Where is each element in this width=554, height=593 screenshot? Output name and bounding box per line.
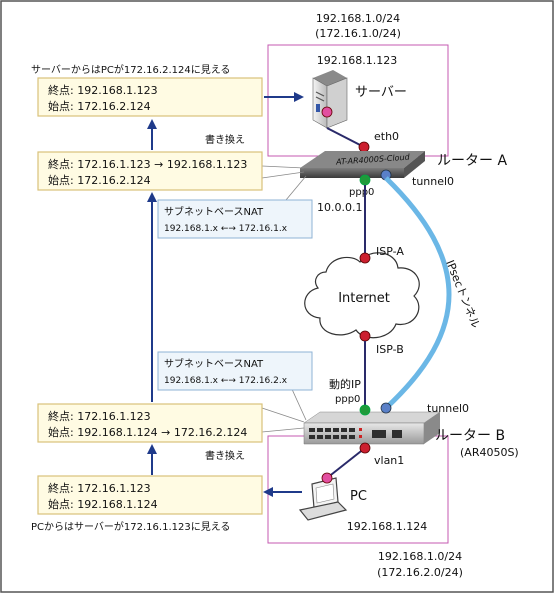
router-a-ppp0-label: ppp0: [349, 187, 374, 198]
router-b-ppp0-label: ppp0: [335, 394, 360, 405]
site-a-net-alt: (172.16.1.0/24): [315, 27, 401, 40]
top-caption: サーバーからはPCが172.16.2.124に見える: [31, 63, 230, 76]
eth0-port: [358, 141, 370, 153]
ipsec-tunnel: [384, 176, 452, 410]
packet-box-3-line1: 終点: 172.16.1.123: [48, 409, 151, 423]
nat-b-title: サブネットベースNAT: [164, 357, 264, 370]
internet-label: Internet: [338, 291, 390, 306]
server-label: サーバー: [355, 85, 407, 100]
packet-box-1: 終点: 192.168.1.123 始点: 172.16.2.124: [37, 77, 263, 117]
nat-a-rule: 192.168.1.x ←→ 172.16.1.x: [164, 224, 288, 234]
site-a-net: 192.168.1.0/24: [316, 12, 400, 25]
packet-box-2-line2: 始点: 172.16.2.124: [48, 173, 151, 187]
packet-box-1-line2: 始点: 172.16.2.124: [48, 99, 151, 113]
pc-icon: [298, 477, 348, 521]
router-a-ppp0-port: [359, 174, 371, 186]
packet-box-4-line1: 終点: 172.16.1.123: [48, 481, 151, 495]
router-b-icon: [303, 411, 441, 445]
router-b-label: ルーター B: [435, 428, 505, 444]
router-a-tunnel0-label: tunnel0: [412, 175, 454, 188]
router-b-tunnel0-label: tunnel0: [427, 402, 469, 415]
eth0-label: eth0: [374, 130, 399, 143]
site-b-net-alt: (172.16.2.0/24): [377, 566, 463, 579]
router-b-tunnel0-port: [380, 402, 392, 414]
pc-port: [321, 472, 333, 484]
router-a-icon: AT-AR4000S-Cloud: [300, 151, 425, 178]
server-port: [321, 106, 333, 118]
packet-box-3-line2: 始点: 192.168.1.124 → 172.16.2.124: [48, 425, 247, 439]
nat-a-title: サブネットベースNAT: [164, 205, 264, 218]
isp-a-port: [359, 252, 371, 264]
router-b-ppp0-port: [359, 404, 371, 416]
site-a-host-ip: 192.168.1.123: [317, 54, 397, 67]
rewrite-bottom: 書き換え: [205, 449, 245, 462]
internet-cloud: [304, 252, 420, 339]
packet-box-2-line1: 終点: 172.16.1.123 → 192.168.1.123: [48, 157, 247, 171]
server-icon: [312, 70, 348, 129]
site-b-host-ip: 192.168.1.124: [347, 520, 427, 533]
packet-box-4: 終点: 172.16.1.123 始点: 192.168.1.124: [37, 475, 263, 515]
router-a-ppp-ip: 10.0.0.1: [317, 201, 362, 214]
nat-box-a: サブネットベースNAT 192.168.1.x ←→ 172.16.1.x: [157, 199, 313, 239]
nat-box-b: サブネットベースNAT 192.168.1.x ←→ 172.16.2.x: [157, 351, 313, 391]
rewrite-top: 書き換え: [205, 133, 245, 146]
nat-b-rule: 192.168.1.x ←→ 172.16.2.x: [164, 376, 288, 386]
packet-box-1-line1: 終点: 192.168.1.123: [48, 83, 158, 97]
router-a-label: ルーター A: [437, 153, 507, 169]
router-b-model: (AR4050S): [460, 446, 519, 459]
pc-label: PC: [350, 489, 367, 504]
packet-box-4-line2: 始点: 192.168.1.124: [48, 497, 158, 511]
vlan1-port: [359, 442, 371, 454]
vlan1-label: vlan1: [374, 454, 404, 467]
bottom-caption: PCからはサーバーが172.16.1.123に見える: [31, 520, 230, 533]
isp-b-port: [359, 330, 371, 342]
site-b-net: 192.168.1.0/24: [378, 550, 462, 563]
packet-box-2: 終点: 172.16.1.123 → 192.168.1.123 始点: 172…: [37, 151, 263, 191]
packet-box-3: 終点: 172.16.1.123 始点: 192.168.1.124 → 172…: [37, 403, 263, 443]
isp-a-label: ISP-A: [376, 245, 404, 258]
router-b-dynamic-ip: 動的IP: [329, 377, 361, 391]
isp-b-label: ISP-B: [376, 343, 404, 356]
